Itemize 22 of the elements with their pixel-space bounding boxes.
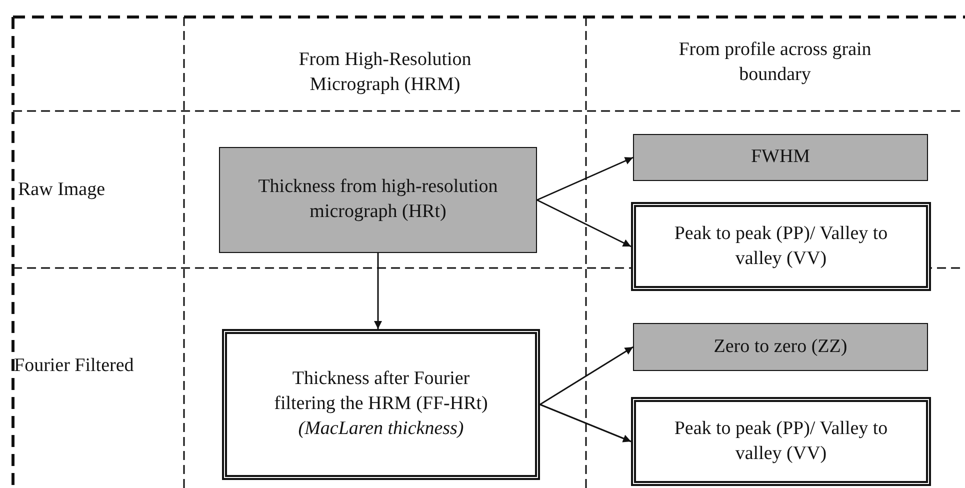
arrow bbox=[540, 346, 634, 406]
row-header: Fourier Filtered bbox=[14, 354, 135, 378]
process-box bbox=[633, 134, 928, 181]
box-text: Peak to peak (PP)/ Valley to valley (VV) bbox=[673, 222, 889, 270]
box-text: Zero to zero (ZZ) bbox=[714, 334, 848, 359]
column-header: From profile across grain boundary bbox=[678, 38, 872, 87]
box-subtitle: (MacLaren thickness) bbox=[298, 416, 464, 441]
row-header: Raw Image bbox=[18, 178, 106, 202]
double-border-box bbox=[631, 202, 931, 291]
box-text: Peak to peak (PP)/ Valley to valley (VV) bbox=[673, 416, 889, 466]
process-box bbox=[633, 323, 928, 371]
column-header: From High-Resolution Micrograph (HRM) bbox=[298, 48, 472, 97]
process-box bbox=[219, 147, 537, 253]
arrow bbox=[536, 156, 634, 201]
box-text: Thickness from high-resolution micrograph (HRt) bbox=[257, 175, 499, 224]
arrow bbox=[374, 253, 382, 329]
box-text: Thickness after Fourier filtering the HRM (FF-HRt) bbox=[273, 367, 489, 416]
double-border-box bbox=[631, 397, 931, 486]
double-border-box bbox=[222, 329, 540, 480]
arrow bbox=[536, 199, 632, 248]
box-text: FWHM bbox=[750, 145, 810, 170]
arrow bbox=[540, 404, 632, 442]
